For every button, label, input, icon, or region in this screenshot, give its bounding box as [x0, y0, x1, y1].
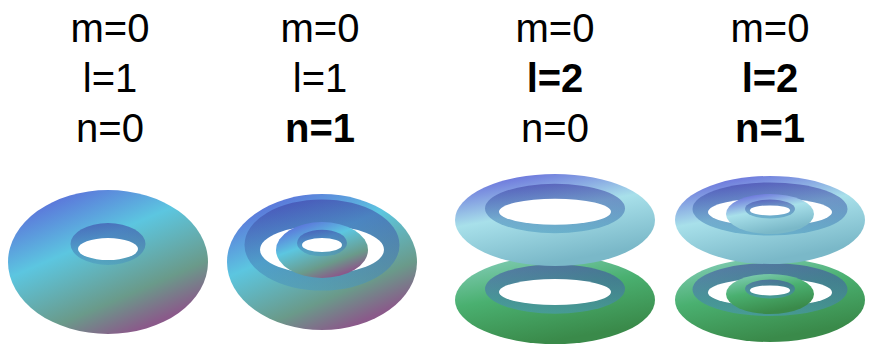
torus-shape: [78, 238, 138, 260]
torus-shape: [455, 174, 655, 266]
quantum-number-label: l=2: [670, 55, 870, 101]
torus-shape: [745, 200, 795, 219]
quantum-number-label: m=0: [220, 5, 420, 51]
torus-shape: [455, 256, 655, 344]
torus-shape: [675, 258, 865, 342]
torus-shape: [297, 230, 347, 257]
quantum-number-label: m=0: [10, 5, 210, 51]
torus-shape: [276, 222, 368, 278]
quantum-number-label: m=0: [670, 5, 870, 51]
torus-shape: [485, 184, 625, 233]
torus-shape: [693, 263, 848, 316]
quantum-number-label: l=1: [220, 55, 420, 101]
torus-shape: [245, 199, 400, 290]
torus-shape: [750, 205, 790, 215]
torus-shape: [302, 238, 342, 252]
quantum-number-label: n=1: [670, 105, 870, 151]
torus-shape: [745, 280, 795, 299]
torus-shape: [71, 223, 146, 265]
quantum-number-label: n=0: [10, 105, 210, 151]
torus-shape: [485, 264, 625, 313]
torus-shape: [499, 279, 611, 305]
quantum-number-label: m=0: [455, 5, 655, 51]
torus-shape: [726, 194, 814, 234]
torus-shape: [750, 285, 790, 295]
torus-shape: [693, 182, 848, 235]
torus-shape: [8, 190, 208, 334]
torus-shape: [726, 274, 814, 314]
torus-shape: [227, 194, 417, 330]
quantum-number-label: l=2: [455, 55, 655, 101]
torus-shape: [499, 199, 611, 225]
quantum-number-label: l=1: [10, 55, 210, 101]
quantum-number-label: n=1: [220, 105, 420, 151]
torus-shape: [675, 176, 865, 264]
quantum-number-label: n=0: [455, 105, 655, 151]
